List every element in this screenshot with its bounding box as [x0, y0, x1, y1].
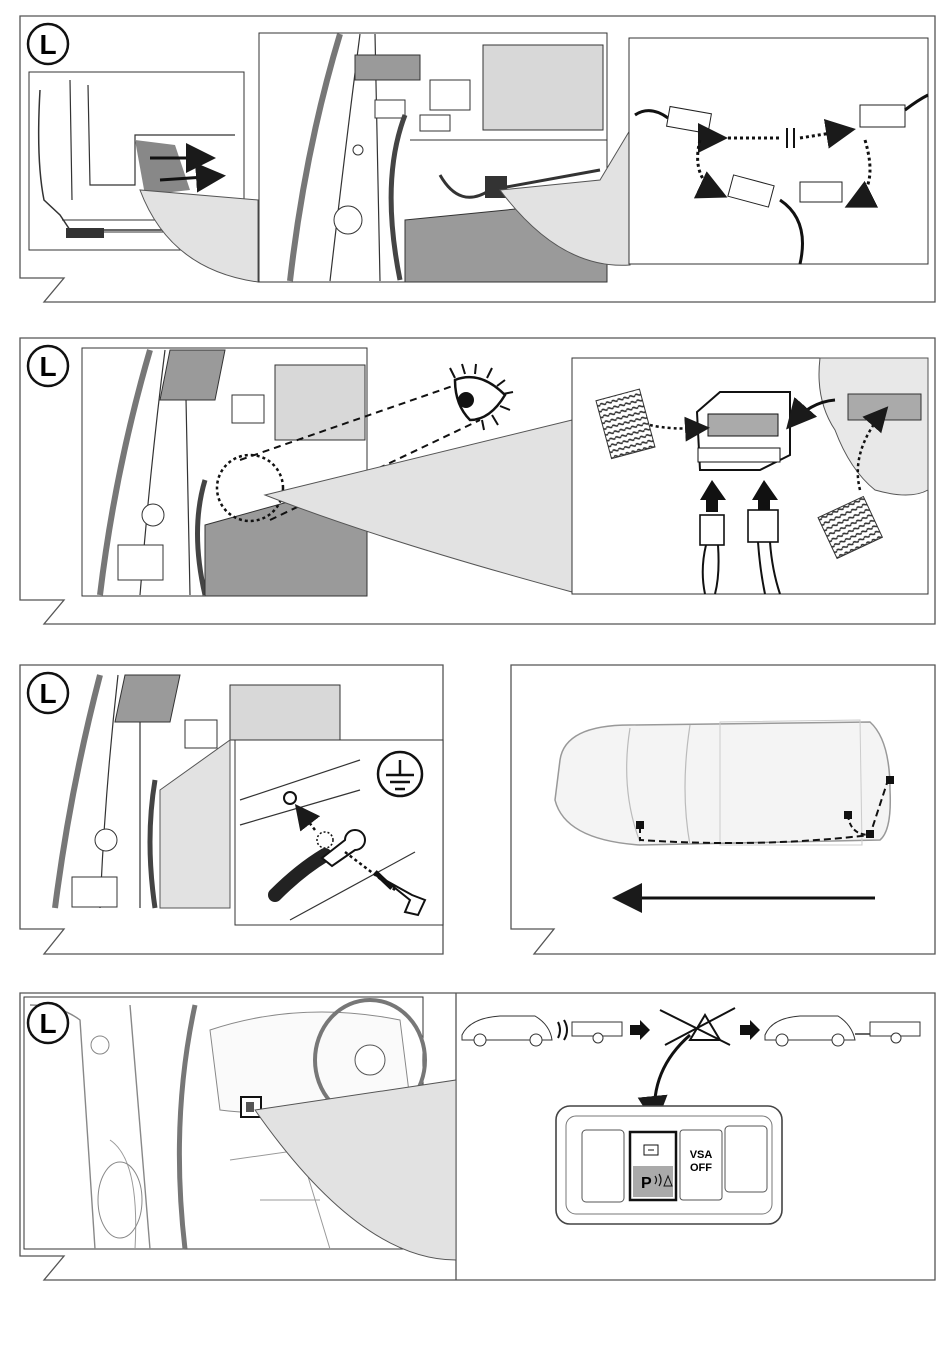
side-letter: L — [39, 351, 56, 382]
vsa-label: VSA — [690, 1149, 713, 1161]
switch-panel: P VSA OFF — [556, 1106, 782, 1224]
ground-symbol-icon — [378, 752, 422, 796]
module-location-view — [82, 348, 367, 596]
side-letter: L — [39, 1008, 56, 1039]
module-mounting-detail — [572, 358, 928, 594]
side-letter: L — [39, 29, 56, 60]
connector-mating-detail — [629, 38, 928, 264]
step-1-panel: L — [20, 16, 935, 302]
connector-location-view — [259, 33, 607, 282]
ground-bolt-detail — [235, 740, 443, 925]
step-3-panel: L — [20, 665, 935, 954]
vsa-off-label: OFF — [690, 1162, 712, 1174]
step-4-panel: P VSA OFF L — [20, 993, 935, 1280]
parking-sensor-label: P — [641, 1175, 652, 1192]
side-letter: L — [39, 678, 56, 709]
step-2-panel: L — [20, 338, 935, 624]
car-top-view — [555, 720, 894, 845]
